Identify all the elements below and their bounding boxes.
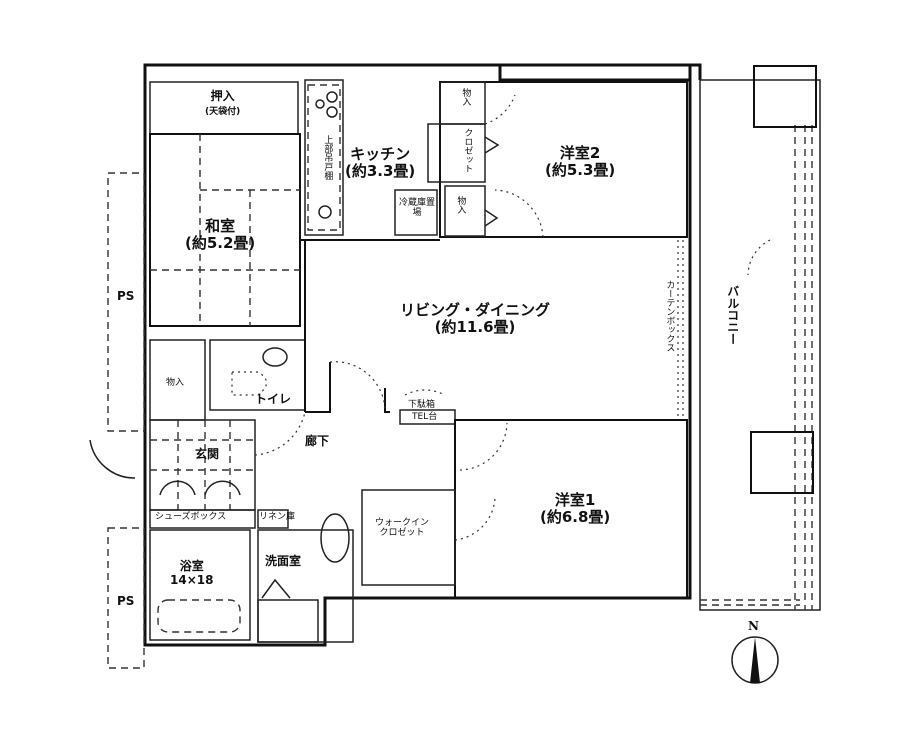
fridge-space bbox=[394, 189, 438, 236]
monoire-left-label: 物入 bbox=[166, 378, 185, 388]
corridor-label: 廊下 bbox=[305, 434, 330, 448]
genkan-outline bbox=[149, 419, 256, 511]
outer-wall bbox=[143, 63, 702, 647]
youshitsu1-size: (約6.8畳) bbox=[540, 508, 611, 527]
youshitsu2-label: 洋室2(約5.3畳) bbox=[545, 144, 616, 180]
balcony-label: バルコニー bbox=[725, 285, 740, 345]
monoire-mid-label: 物入 bbox=[455, 196, 466, 214]
tel-stand-outline bbox=[399, 409, 456, 425]
kitchen-name: キッチン bbox=[350, 145, 411, 163]
walkin-line1: ウォークイン bbox=[375, 518, 430, 528]
bathroom-size: 14×18 bbox=[170, 572, 214, 587]
youshitsu1-name: 洋室1 bbox=[554, 491, 596, 509]
kitchen-counter bbox=[304, 79, 344, 236]
balcony-outline bbox=[699, 79, 821, 611]
walkin-line2: クロゼット bbox=[379, 528, 425, 539]
north-arrow-icon bbox=[731, 636, 779, 684]
ps-top-outline bbox=[107, 172, 145, 432]
ps-bottom-outline bbox=[107, 527, 145, 669]
youshitsu1-label: 洋室1(約6.8畳) bbox=[540, 491, 611, 527]
oshiire-name: 押入 bbox=[210, 89, 235, 103]
living-label: リビング・ダイニング(約11.6畳) bbox=[400, 301, 551, 337]
shoes-box-label: シューズボックス bbox=[155, 512, 227, 522]
living-size: (約11.6畳) bbox=[434, 318, 516, 337]
bathroom-name: 浴室 bbox=[179, 559, 204, 573]
balcony-outdoor-unit-top bbox=[753, 65, 817, 128]
kitchen-label: キッチン(約3.3畳) bbox=[345, 145, 416, 181]
exterior-wall-main bbox=[143, 63, 692, 647]
youshitsu2-outline bbox=[439, 81, 688, 238]
oshiire-note: (天袋付) bbox=[205, 106, 241, 117]
ps-bottom-label: PS bbox=[117, 594, 135, 608]
toilet-label: トイレ bbox=[255, 392, 292, 406]
linen-label: リネン庫 bbox=[259, 512, 296, 522]
walkin-label: ウォークインクロゼット bbox=[375, 518, 429, 539]
washitsu-name: 和室 bbox=[205, 217, 236, 235]
washitsu-size: (約5.2畳) bbox=[185, 234, 256, 253]
washroom-label: 洗面室 bbox=[265, 554, 302, 568]
fridge-label: 冷蔵庫置場 bbox=[398, 198, 435, 219]
compass-label: N bbox=[748, 619, 759, 633]
closet-label: クロゼット bbox=[462, 128, 473, 173]
walkin-outline bbox=[361, 489, 456, 586]
bathroom-outline bbox=[149, 529, 251, 641]
washitsu-outline bbox=[149, 133, 301, 327]
shoe-cabinet-tel-label: 下駄箱 bbox=[408, 400, 436, 410]
genkan-label: 玄関 bbox=[195, 447, 220, 461]
living-name: リビング・ダイニング bbox=[400, 301, 551, 319]
curtain-box-label: カーテンボックス bbox=[664, 280, 675, 352]
washroom-outline bbox=[257, 529, 354, 643]
oshiire-label: 押入 (天袋付) bbox=[205, 89, 241, 118]
shoes-box-outline bbox=[149, 509, 256, 529]
youshitsu2-name: 洋室2 bbox=[559, 144, 601, 162]
tel-label: TEL台 bbox=[412, 412, 438, 422]
balcony-outdoor-unit-bottom bbox=[750, 431, 814, 494]
monoire-top-label: 物入 bbox=[460, 88, 471, 106]
kitchen-size: (約3.3畳) bbox=[345, 162, 416, 181]
ps-top-label: PS bbox=[117, 289, 135, 303]
washitsu-label: 和室(約5.2畳) bbox=[185, 217, 256, 253]
kitchen-cabinet-label: 上部吊戸棚 bbox=[322, 135, 333, 180]
youshitsu2-size: (約5.3畳) bbox=[545, 161, 616, 180]
linen-outline bbox=[257, 509, 289, 529]
